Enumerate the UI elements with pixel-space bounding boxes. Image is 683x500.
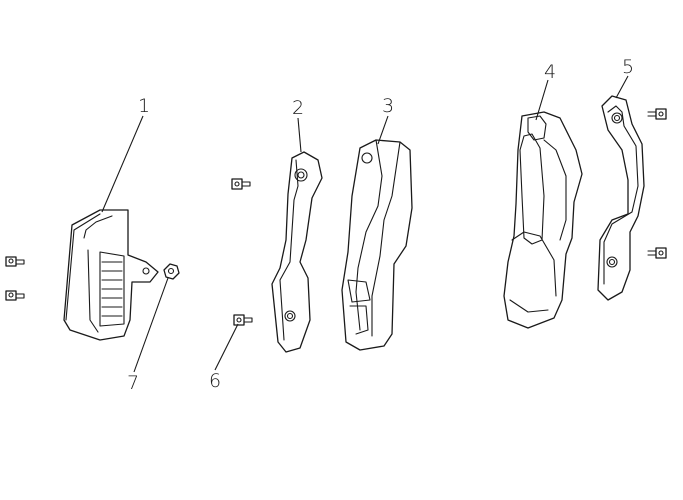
callout-3: 3 — [382, 95, 394, 117]
screw-middle-upper — [231, 178, 251, 190]
callout-6: 6 — [209, 370, 221, 392]
part-6-screw — [233, 314, 253, 326]
leader-1 — [101, 115, 144, 213]
leader-5 — [615, 75, 629, 99]
part-4-shell — [503, 111, 583, 329]
leader-6 — [214, 323, 239, 371]
leader-4 — [535, 79, 549, 121]
callout-4: 4 — [544, 61, 556, 83]
screw-left-upper — [5, 256, 25, 267]
screw-right-lower — [647, 247, 667, 259]
leader-3 — [377, 115, 389, 145]
part-1-grill-cover — [63, 209, 159, 341]
part-2-bracket — [271, 151, 323, 353]
part-7-nut — [163, 263, 180, 280]
leader-2 — [297, 117, 302, 153]
callout-5: 5 — [622, 56, 634, 78]
callout-1: 1 — [138, 95, 150, 117]
screw-left-lower — [5, 290, 25, 301]
callout-7: 7 — [127, 372, 139, 394]
leader-7 — [133, 277, 169, 373]
screw-right-upper — [647, 108, 667, 120]
part-5-bracket — [597, 95, 645, 301]
part-3-cover — [341, 139, 413, 351]
callout-2: 2 — [292, 97, 304, 119]
